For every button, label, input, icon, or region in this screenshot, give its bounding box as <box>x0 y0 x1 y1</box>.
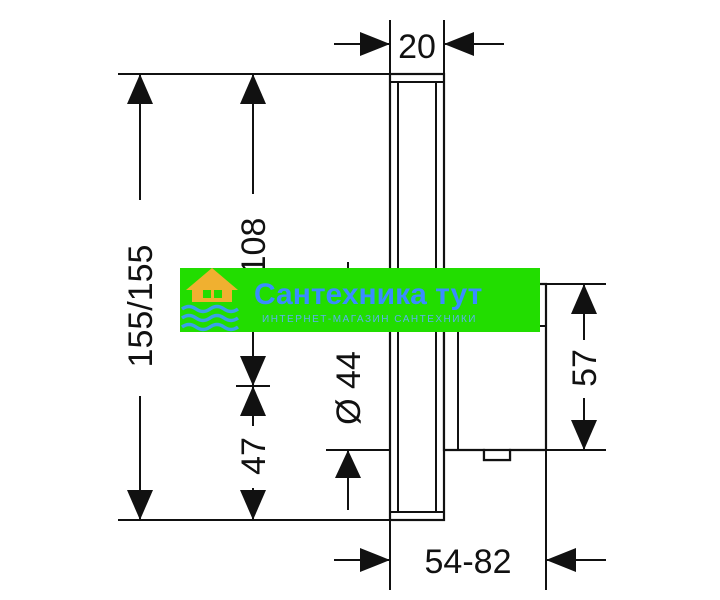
dim-label-top-width: 20 <box>398 28 436 66</box>
dim-total-height: 155/155 <box>122 74 160 520</box>
dim-label-box-height: 57 <box>566 349 604 387</box>
dim-bottom-width: 54-82 <box>334 450 606 590</box>
dim-diameter: Ø 44 <box>330 262 368 510</box>
dim-lower-height: 47 <box>235 386 273 520</box>
watermark-title: Сантехника тут <box>254 278 482 311</box>
watermark-subtitle: ИНТЕРНЕТ-МАГАЗИН САНТЕХНИКИ <box>262 314 477 325</box>
dim-box-height: 57 <box>566 284 604 450</box>
housing-tab <box>482 448 512 462</box>
dim-label-upper-height: 108 <box>235 218 273 275</box>
dim-label-total-height: 155/155 <box>122 245 160 368</box>
dim-label-diameter: Ø 44 <box>330 351 368 425</box>
dim-top-width: 20 <box>334 20 504 74</box>
dim-label-bottom-width: 54-82 <box>425 543 512 581</box>
watermark-band <box>180 268 540 332</box>
dim-label-lower-height: 47 <box>235 437 273 475</box>
house-logo-icon <box>186 268 238 302</box>
dim-upper-height: 108 <box>235 74 273 386</box>
watermark: Сантехника тут ИНТЕРНЕТ-МАГАЗИН САНТЕХНИ… <box>180 268 540 332</box>
waves-icon <box>180 304 240 332</box>
